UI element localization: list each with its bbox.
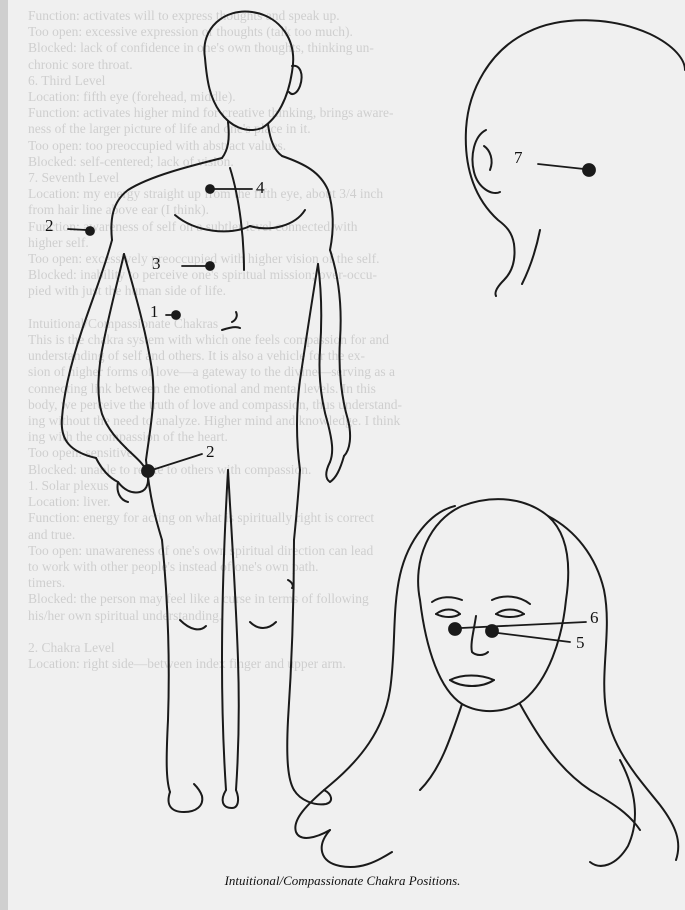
chakra-dot-4: [206, 185, 214, 193]
label-7: 7: [514, 148, 523, 168]
chakra-dot-7: [583, 164, 595, 176]
label-1: 1: [150, 302, 159, 322]
label-5: 5: [576, 633, 585, 653]
label-2-lower: 2: [206, 442, 215, 462]
label-3: 3: [152, 254, 161, 274]
chakra-dot-5: [486, 625, 498, 637]
chakra-dot-1: [172, 311, 180, 319]
woman-face: [295, 499, 678, 867]
label-2-upper: 2: [45, 216, 54, 236]
label-4: 4: [256, 178, 265, 198]
chakra-dot-3: [206, 262, 214, 270]
chakra-dot-6: [449, 623, 461, 635]
chakra-dot-2-lower: [142, 465, 154, 477]
figure-caption: Intuitional/Compassionate Chakra Positio…: [0, 873, 685, 889]
label-6: 6: [590, 608, 599, 628]
chakra-dot-2-upper: [86, 227, 94, 235]
head-profile: [466, 20, 685, 296]
body-figure: [62, 11, 350, 812]
